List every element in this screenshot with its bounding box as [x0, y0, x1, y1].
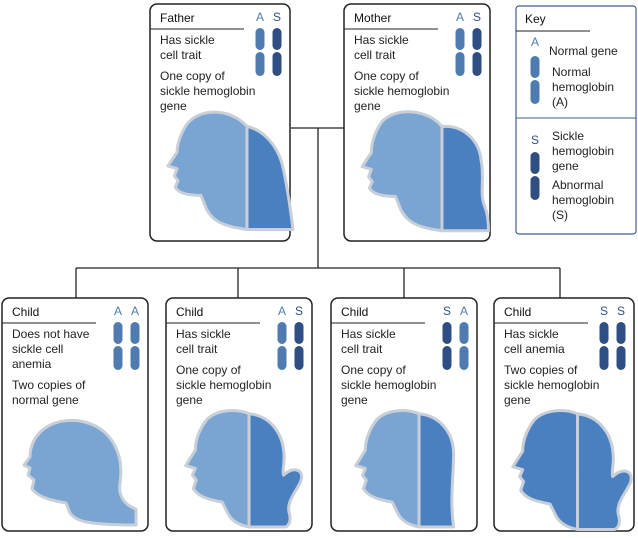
mother-copy-text: sickle hemoglobin — [354, 84, 449, 98]
mother-status-text: cell trait — [354, 48, 396, 62]
child-3-copy-text: gene — [341, 393, 368, 407]
child-3-title: Child — [341, 305, 368, 319]
child-4-status-text: cell anemia — [504, 342, 565, 356]
child-4-allele-letter: S — [617, 304, 625, 318]
child-3-copy-text: sickle hemoglobin — [341, 378, 436, 392]
child-1-chromosome-a — [113, 322, 123, 370]
key-normal-gene-label: Normal gene — [549, 44, 618, 58]
child-1-chromosome-a — [130, 322, 140, 370]
child-1-status-text: sickle cell — [12, 342, 63, 356]
child-2-title: Child — [176, 305, 203, 319]
child-4-head-silhouette — [511, 409, 633, 532]
key-sickle-chromosome — [530, 152, 540, 200]
child-4-status-text: Has sickle — [504, 327, 559, 341]
mother-allele-letter: A — [456, 10, 464, 24]
child-4-copy-text: Two copies of — [504, 363, 578, 377]
child-2-copy-text: One copy of — [176, 363, 241, 377]
child-1-copy-text: normal gene — [12, 393, 79, 407]
child-1-status-text: anemia — [12, 357, 52, 371]
key-normal-hemoglobin-text: (A) — [552, 95, 568, 109]
child-3-allele-letter: A — [460, 304, 468, 318]
key-title: Key — [525, 12, 546, 26]
child-1-title: Child — [12, 305, 39, 319]
mother-head-silhouette — [360, 110, 491, 233]
child-2-allele-letter: A — [278, 304, 286, 318]
key-normal-chromosome — [530, 56, 540, 104]
father-copy-text: One copy of — [160, 69, 225, 83]
child-2-chromosome-a — [277, 322, 287, 370]
child-2-chromosome-s — [294, 322, 304, 370]
child-4-copy-text: sickle hemoglobin — [504, 378, 599, 392]
father-status-text: Has sickle — [160, 33, 215, 47]
key-abnormal-hemoglobin-text: Abnormal — [552, 178, 603, 192]
child-3-status-text: cell trait — [341, 342, 383, 356]
key-abnormal-hemoglobin-text: (S) — [552, 208, 568, 222]
child-3-allele-letter: S — [443, 304, 451, 318]
child-1-status-text: Does not have — [12, 327, 90, 341]
father-allele-letter: A — [256, 10, 264, 24]
key-normal-letter: A — [531, 35, 539, 49]
child-1-allele-letter: A — [114, 304, 122, 318]
key-sickle-letter: S — [531, 133, 539, 147]
child-2-copy-text: gene — [176, 393, 203, 407]
pedigree-connectors — [75, 127, 561, 298]
child-3-copy-text: One copy of — [341, 363, 406, 377]
child-2-head-silhouette — [184, 409, 304, 529]
child-1-copy-text: Two copies of — [12, 378, 86, 392]
mother-copy-text: gene — [354, 99, 381, 113]
key-normal-hemoglobin-text: hemoglobin — [552, 80, 614, 94]
mother-status-text: Has sickle — [354, 33, 409, 47]
child-2-status-text: Has sickle — [176, 327, 231, 341]
mother-chromosome-s — [472, 28, 482, 76]
key-normal-hemoglobin-text: Normal — [552, 65, 591, 79]
father-copy-text: sickle hemoglobin — [160, 84, 255, 98]
father-status-text: cell trait — [160, 48, 202, 62]
child-2-status-text: cell trait — [176, 342, 218, 356]
child-3-chromosome-a — [459, 322, 469, 370]
key-frame — [515, 5, 637, 235]
mother-title: Mother — [354, 11, 391, 25]
child-4-allele-letter: S — [600, 304, 608, 318]
child-4-chromosome-s — [599, 322, 609, 370]
mother-copy-text: One copy of — [354, 69, 419, 83]
key-sickle-gene-text: gene — [552, 159, 579, 173]
child-4-title: Child — [504, 305, 531, 319]
child-4-copy-text: gene — [504, 393, 531, 407]
key-abnormal-hemoglobin-text: hemoglobin — [552, 193, 614, 207]
child-1-allele-letter: A — [131, 304, 139, 318]
mother-allele-letter: S — [473, 10, 481, 24]
key-sickle-gene-text: hemoglobin — [552, 144, 614, 158]
mother-chromosome-a — [455, 28, 465, 76]
child-2-allele-letter: S — [295, 304, 303, 318]
child-3-chromosome-s — [442, 322, 452, 370]
child-4-chromosome-s — [616, 322, 626, 370]
father-title: Father — [160, 11, 195, 25]
father-allele-letter: S — [273, 10, 281, 24]
father-head-silhouette — [166, 110, 295, 231]
father-chromosome-a — [255, 28, 265, 76]
child-3-head-silhouette — [354, 409, 456, 529]
child-2-copy-text: sickle hemoglobin — [176, 378, 271, 392]
child-3-status-text: Has sickle — [341, 327, 396, 341]
key-sickle-gene-text: Sickle — [552, 129, 584, 143]
father-chromosome-s — [272, 28, 282, 76]
father-copy-text: gene — [160, 99, 187, 113]
